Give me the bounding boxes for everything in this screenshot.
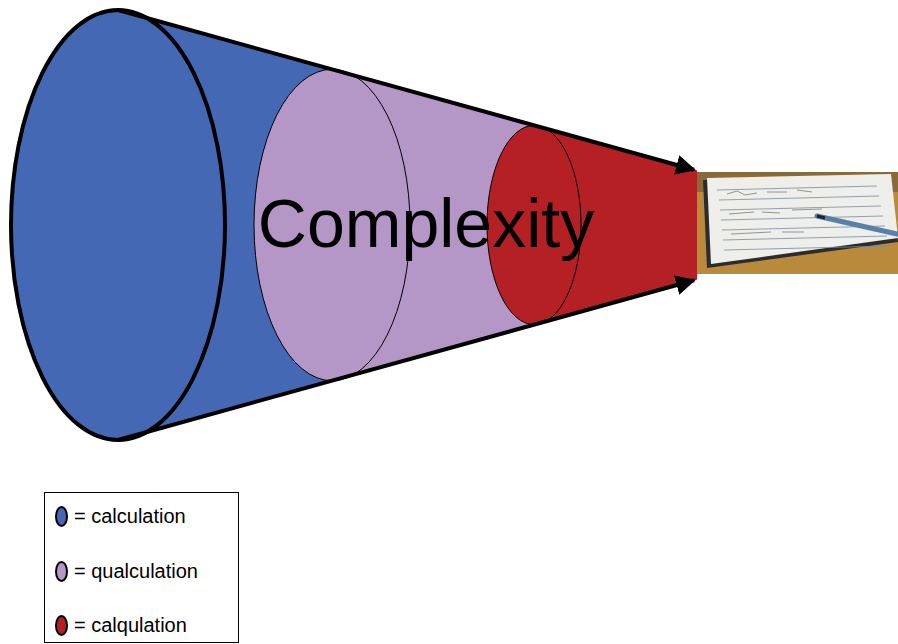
legend-entry: = calculation: [55, 504, 186, 528]
legend-swatch: [55, 615, 68, 636]
complexity-cone: Complexity: [0, 0, 704, 452]
legend-swatch: [55, 561, 68, 582]
cone-label: Complexity: [258, 189, 594, 257]
legend-text: = calqulation: [74, 614, 187, 637]
legend-box: = calculation = qualculation = calqulation: [44, 492, 239, 643]
legend-text: = calculation: [74, 505, 186, 528]
legend-entry: = qualculation: [55, 559, 198, 583]
legend-text: = qualculation: [74, 560, 198, 583]
legend-swatch: [55, 506, 68, 527]
notebook-photo: [697, 172, 898, 274]
legend-entry: = calqulation: [55, 613, 187, 637]
